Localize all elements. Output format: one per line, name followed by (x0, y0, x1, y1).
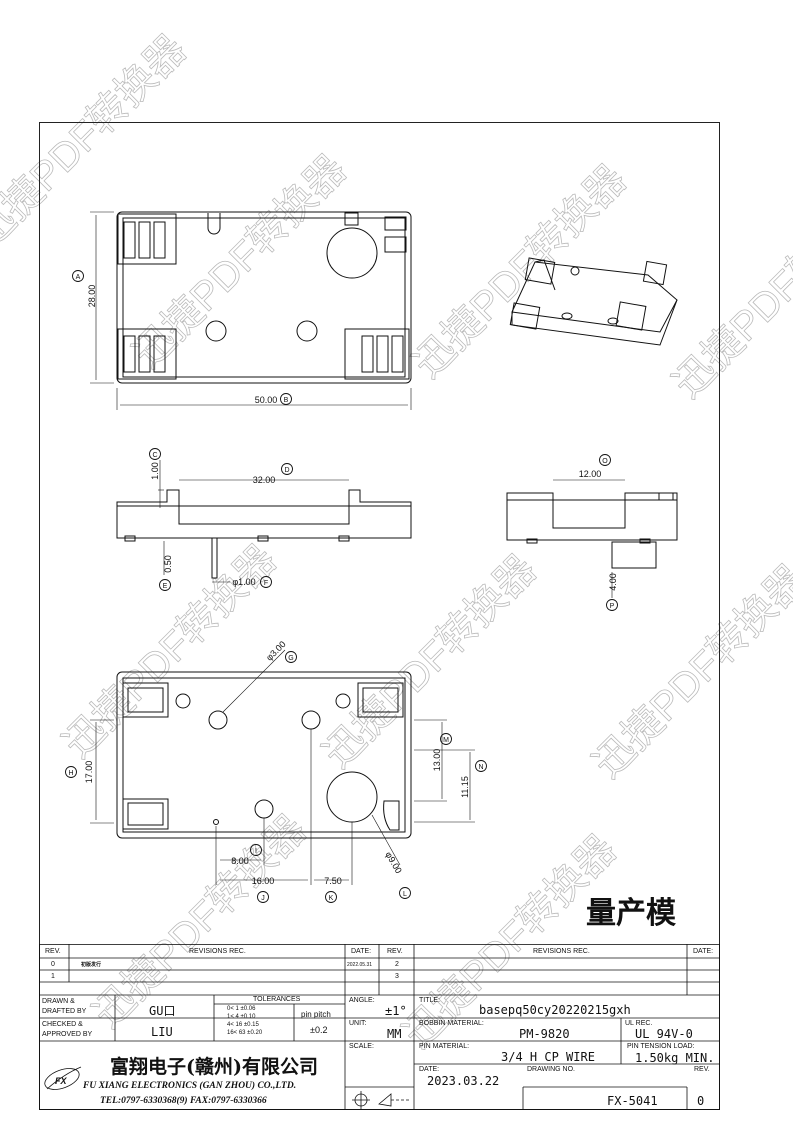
date-value: 2023.03.22 (427, 1074, 500, 1088)
top-view (90, 211, 412, 410)
angle-label: ANGLE: (349, 997, 375, 1004)
balloon-f: F (264, 580, 268, 587)
balloon-h: H (68, 770, 73, 777)
dim-i-value: 8.00 (231, 856, 249, 866)
dim-l-value: φ9.00 (383, 850, 403, 875)
tolerance-row: 16< 63 ±0.20 (227, 1030, 263, 1036)
balloon-c: C (152, 452, 157, 459)
production-stamp: 量产模 (586, 896, 676, 931)
dim-o-value: 12.00 (579, 469, 602, 479)
dim-e-value: 0.50 (163, 555, 173, 573)
checked-value: LIU (151, 1025, 173, 1039)
balloon-m: M (443, 737, 449, 744)
balloon-p: P (610, 603, 615, 610)
balloon-b: B (284, 397, 289, 404)
title-block-grid: FX (39, 944, 720, 1110)
bottom-view (90, 649, 475, 885)
company-logo (44, 1066, 82, 1090)
title-block: REV. REVISIONS REC. DATE: REV. REVISIONS… (39, 944, 720, 1110)
company-contact: TEL:0797-6330368(9) FAX:0797-6330366 (100, 1096, 267, 1106)
tolerances-header: TOLERANCES (253, 996, 301, 1003)
pin-tension-label: PIN TENSION LOAD: (627, 1043, 695, 1050)
balloon-d: D (284, 467, 289, 474)
pin-material-label: PIN MATERIAL: (419, 1043, 470, 1050)
rev-row-1: 1 (51, 973, 55, 980)
rev-label-bottom: REV. (694, 1066, 710, 1073)
bobbin-value: PM-9820 (519, 1027, 570, 1041)
tolerance-row: 0< 1 ±0.06 (227, 1006, 256, 1012)
balloon-j: J (261, 895, 265, 902)
date-header-right: DATE: (693, 948, 714, 955)
rev-row-3: 3 (395, 973, 399, 980)
drawn-value: GU口 (149, 1004, 176, 1018)
rev-row-2: 2 (395, 961, 399, 968)
tolerance-row: 4< 16 ±0.15 (227, 1022, 259, 1028)
title-value: basepq50cy20220215gxh (479, 1003, 631, 1017)
rev-row-0-rec: 初版发行 (81, 962, 102, 968)
dim-p-value: 4.00 (608, 573, 618, 591)
dim-m-value: 13.00 (432, 749, 442, 772)
dim-k-value: 7.50 (324, 876, 342, 886)
date-label: DATE: (419, 1066, 440, 1073)
balloon-e: E (163, 583, 168, 590)
pin-pitch-label: pin pitch (301, 1010, 331, 1019)
bobbin-label: BOBBIN MATERIAL: (419, 1020, 484, 1027)
balloon-n: N (478, 764, 483, 771)
balloon-o: O (602, 458, 608, 465)
angle-value: ±1° (385, 1004, 407, 1018)
iso-view (509, 257, 678, 346)
balloon-l: L (403, 891, 407, 898)
revisions-header: REVISIONS REC. (189, 948, 246, 955)
dim-b-value: 50.00 (255, 395, 278, 405)
rev-header-right: REV. (387, 948, 403, 955)
side-view (506, 479, 678, 598)
dim-a-value: 28.00 (87, 285, 97, 308)
tolerance-row: 1< 4 ±0.10 (227, 1014, 256, 1020)
checked-label: CHECKED & APPROVED BY (42, 1021, 93, 1038)
scale-label: SCALE: (349, 1043, 374, 1050)
rev-row-0: 0 (51, 961, 55, 968)
logo-initials: FX (55, 1076, 67, 1086)
dim-f-value: φ1.00 (232, 577, 255, 587)
dim-n-value: 11.15 (460, 776, 470, 798)
dimension-balloons (65, 270, 618, 903)
dim-d-value: 32.00 (253, 475, 276, 485)
ul-value: UL 94V-0 (635, 1027, 693, 1041)
company-name-en: FU XIANG ELECTRONICS (GAN ZHOU) CO.,LTD. (83, 1081, 297, 1091)
balloon-g: G (288, 655, 293, 662)
rev-row-0-date: 2022.05.31 (347, 962, 373, 968)
pin-pitch-value: ±0.2 (310, 1025, 328, 1035)
dim-j-value: 16.00 (252, 876, 275, 886)
dim-c-value: 1.00 (150, 462, 160, 480)
front-view (116, 460, 412, 583)
rev-header: REV. (45, 948, 61, 955)
title-label: TITLE: (419, 997, 441, 1004)
drawing-no-value: FX-5041 (607, 1094, 658, 1108)
ul-label: UL REC. (625, 1020, 653, 1027)
pin-tension-value: 1.50kg MIN. (635, 1051, 715, 1065)
revisions-header-right: REVISIONS REC. (533, 948, 590, 955)
drawing-no-label: DRAWING NO. (527, 1066, 575, 1073)
company-name-cn: 富翔电子(赣州)有限公司 (110, 1056, 318, 1078)
date-header: DATE: (351, 948, 372, 955)
drawing-views: A 28.00 50.00 B C 1.00 32.00 D E 0.50 φ1… (65, 211, 678, 903)
rev-value-bottom: 0 (697, 1094, 705, 1108)
pin-material-value: 3/4 H CP WIRE (501, 1050, 595, 1064)
drawn-label: DRAWN & DRAFTED BY (42, 998, 87, 1015)
unit-label: UNIT: (349, 1020, 367, 1027)
unit-value: MM (387, 1027, 402, 1041)
balloon-k: K (329, 895, 334, 902)
dim-h-value: 17.00 (84, 761, 94, 784)
balloon-a: A (76, 274, 81, 281)
balloon-i: I (255, 848, 257, 855)
